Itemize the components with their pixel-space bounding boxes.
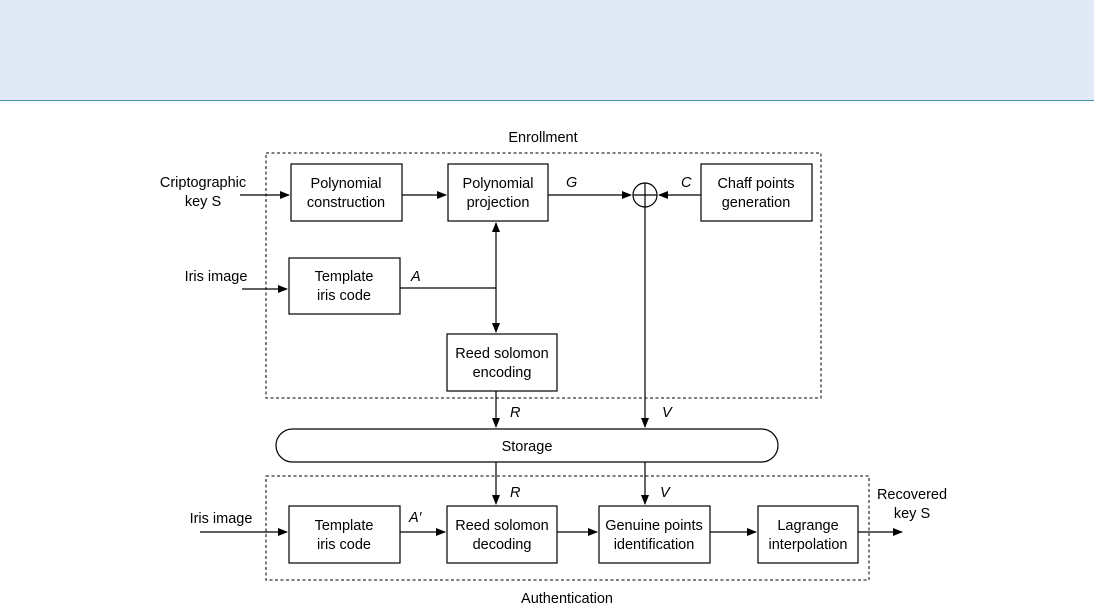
reed-solomon-encoding-box: Reed solomon encoding [446,333,558,392]
crypto-key-label-2: key S [185,194,221,210]
svg-text:encoding: encoding [473,365,532,381]
svg-text:decoding: decoding [473,537,532,553]
svg-text:Reed solomon: Reed solomon [455,518,549,534]
svg-text:Template: Template [315,518,374,534]
signal-r-enroll-label: R [510,405,521,421]
svg-text:iris code: iris code [317,288,371,304]
xor-node [632,182,658,208]
iris-image-enroll-label: Iris image [185,269,248,285]
header-banner [0,0,1094,101]
crypto-key-label: Criptographic [160,175,246,191]
svg-text:Chaff points: Chaff points [717,176,794,192]
svg-text:Lagrange: Lagrange [777,518,838,534]
authentication-label: Authentication [521,591,613,606]
recovered-key-label: Recovered [877,487,947,503]
template-iris-code-auth-box: Template iris code [288,505,401,564]
svg-text:Storage: Storage [502,439,553,455]
enrollment-region [265,152,822,399]
svg-text:Reed solomon: Reed solomon [455,346,549,362]
recovered-key-label-2: key S [894,506,930,522]
signal-a-prime-label: A′ [408,510,423,526]
iris-image-auth-label: Iris image [190,511,253,527]
svg-text:Template: Template [315,269,374,285]
enrollment-label: Enrollment [508,130,577,146]
genuine-points-box: Genuine points identification [598,505,711,564]
svg-text:construction: construction [307,195,385,211]
signal-r-auth-label: R [510,485,521,501]
signal-v-enroll-label: V [662,405,673,421]
signal-a-label: A [410,269,421,285]
reed-solomon-decoding-box: Reed solomon decoding [446,505,558,564]
signal-v-auth-label: V [660,485,671,501]
svg-text:iris code: iris code [317,537,371,553]
authentication-region [265,475,870,581]
svg-text:Polynomial: Polynomial [463,176,534,192]
svg-text:Genuine points: Genuine points [605,518,703,534]
svg-text:interpolation: interpolation [769,537,848,553]
template-iris-code-enroll-box: Template iris code [288,257,401,315]
lagrange-interpolation-box: Lagrange interpolation [757,505,859,564]
polynomial-projection-box: Polynomial projection [447,163,549,222]
svg-text:identification: identification [614,537,695,553]
polynomial-construction-box: Polynomial construction [290,163,403,222]
signal-g-label: G [566,175,577,191]
storage-box: Storage [275,428,779,463]
signal-c-label: C [681,175,692,191]
svg-text:generation: generation [722,195,791,211]
chaff-points-box: Chaff points generation [700,163,813,222]
svg-text:Polynomial: Polynomial [311,176,382,192]
svg-text:projection: projection [467,195,530,211]
